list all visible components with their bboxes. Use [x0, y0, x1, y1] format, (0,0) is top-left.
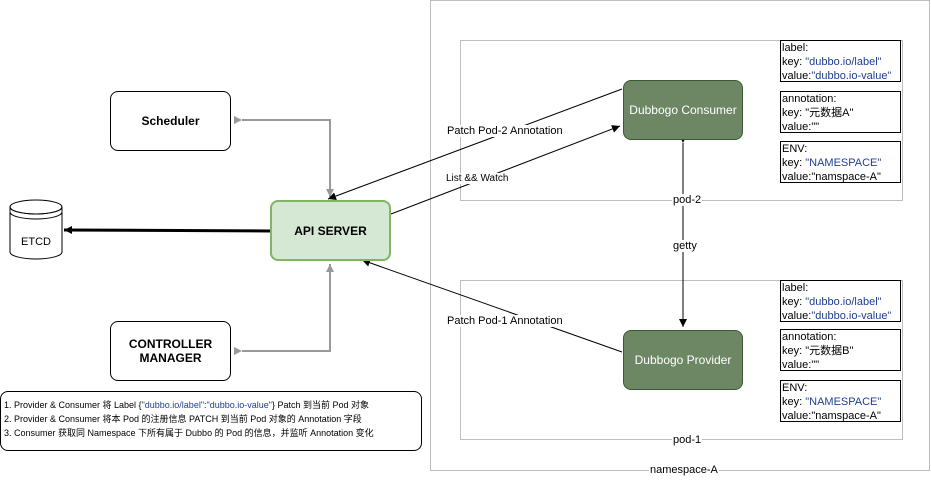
- pod1-label-box-title: label:: [782, 282, 809, 294]
- pod1-annotation-box: annotation: key: "元数据B" value:"": [780, 329, 901, 371]
- pod1-env-value: value:"namspace-A": [782, 410, 881, 422]
- controller-manager-line2: MANAGER: [139, 351, 202, 365]
- pod1-annotation-value: value:"": [782, 359, 820, 371]
- dubbogo-provider-node[interactable]: Dubbogo Provider: [623, 330, 743, 390]
- pod1-env-box: ENV: key: "NAMESPACE" value:"namspace-A": [780, 380, 901, 422]
- pod2-label-box-key: key: "dubbo.io/label": [782, 56, 882, 68]
- pod2-label-box-value: value:"dubbo.io-value": [782, 70, 892, 82]
- controller-manager-line1: CONTROLLER: [128, 337, 213, 351]
- scheduler-label: Scheduler: [141, 114, 200, 128]
- edge-api-etcd: [63, 226, 271, 235]
- pod2-label: pod-2: [672, 194, 703, 206]
- api-server-node[interactable]: API SERVER: [270, 200, 391, 261]
- pod2-env-key: key: "NAMESPACE": [782, 157, 882, 169]
- edge-label-patch-pod2: Patch Pod-2 Annotation: [447, 125, 563, 137]
- pod2-env-title: ENV:: [782, 143, 808, 155]
- pod1-annotation-key: key: "元数据B": [782, 345, 854, 357]
- notes-line-3: 3. Consumer 获取同 Namespace 下所有属于 Dubbo 的 …: [4, 428, 374, 438]
- etcd-label: ETCD: [21, 236, 51, 248]
- dubbogo-consumer-node[interactable]: Dubbogo Consumer: [623, 80, 743, 140]
- pod2-label-box: label: key: "dubbo.io/label" value:"dubb…: [780, 40, 901, 82]
- namespace-label: namespace-A: [649, 464, 719, 476]
- pod1-label-box: label: key: "dubbo.io/label" value:"dubb…: [780, 280, 901, 322]
- edge-label-patch-pod1: Patch Pod-1 Annotation: [447, 315, 563, 327]
- edge-label-list-watch: List && Watch: [446, 173, 509, 184]
- notes-line-1: 1. Provider & Consumer 将 Label {"dubbo.i…: [4, 400, 370, 410]
- pod2-label-box-title: label:: [782, 42, 809, 54]
- edge-label-getty: getty: [673, 240, 697, 252]
- pod1-label-box-value: value:"dubbo.io-value": [782, 310, 892, 322]
- etcd-cylinder: [9, 199, 63, 260]
- controller-manager-node[interactable]: CONTROLLER MANAGER: [110, 321, 231, 381]
- pod2-annotation-title: annotation:: [782, 93, 837, 105]
- pod1-env-title: ENV:: [782, 382, 808, 394]
- edge-api-consumer: [390, 125, 621, 215]
- api-server-label: API SERVER: [294, 223, 367, 238]
- pod2-annotation-box: annotation: key: "元数据A" value:"": [780, 91, 901, 133]
- pod2-env-box: ENV: key: "NAMESPACE" value:"namspace-A": [780, 141, 901, 183]
- consumer-label: Dubbogo Consumer: [629, 103, 737, 117]
- notes-box: 1. Provider & Consumer 将 Label {"dubbo.i…: [0, 391, 422, 451]
- edge-controller-api: [234, 264, 334, 355]
- pod2-env-value: value:"namspace-A": [782, 171, 881, 183]
- edge-scheduler-api: [234, 116, 334, 197]
- edge-consumer-api: [327, 88, 623, 200]
- pod1-env-key: key: "NAMESPACE": [782, 396, 882, 408]
- pod1-annotation-title: annotation:: [782, 331, 837, 343]
- notes-line-2: 2. Provider & Consumer 将本 Pod 的注册信息 PATC…: [4, 414, 362, 424]
- edge-provider-api: [361, 258, 623, 353]
- pod1-label: pod-1: [672, 434, 703, 446]
- pod2-annotation-value: value:"": [782, 121, 820, 133]
- pod1-label-box-key: key: "dubbo.io/label": [782, 296, 882, 308]
- pod2-annotation-key: key: "元数据A": [782, 107, 854, 119]
- provider-label: Dubbogo Provider: [634, 353, 732, 367]
- scheduler-node[interactable]: Scheduler: [110, 91, 231, 151]
